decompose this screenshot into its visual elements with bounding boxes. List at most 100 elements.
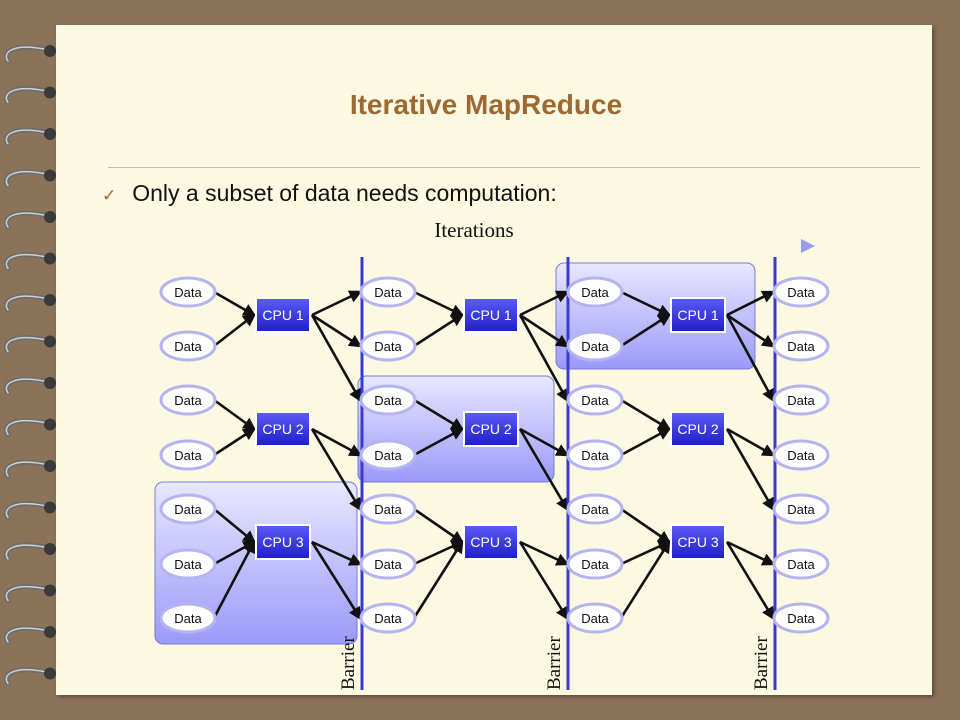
binding-ring	[4, 44, 56, 64]
data-node-label: Data	[174, 611, 202, 626]
data-node-label: Data	[787, 448, 815, 463]
reduce-arrow	[519, 313, 570, 348]
reduce-arrow	[310, 428, 362, 512]
binding-ring	[4, 542, 56, 562]
binding-ring-shine	[5, 461, 45, 477]
data-node-label: Data	[374, 448, 402, 463]
reduce-arrow	[311, 427, 363, 457]
map-arrow	[619, 539, 671, 619]
cpu-node	[672, 526, 724, 558]
cpu-node-label: CPU 3	[470, 534, 511, 550]
binding-hole	[44, 294, 56, 306]
data-node-label: Data	[581, 448, 609, 463]
map-arrow	[213, 398, 257, 431]
data-node-label: Data	[581, 393, 609, 408]
binding-ring-shine	[5, 87, 45, 104]
data-node-label: Data	[581, 502, 609, 517]
map-arrow	[413, 398, 465, 431]
data-node	[772, 276, 830, 308]
binding-ring	[4, 459, 56, 479]
binding-ring-shine	[5, 502, 45, 519]
reduce-arrow	[311, 313, 363, 348]
map-arrow	[413, 507, 465, 544]
data-node	[159, 602, 217, 634]
cpu-node	[465, 299, 517, 331]
binding-hole	[44, 543, 56, 555]
binding-ring-shine	[5, 544, 45, 560]
data-node-label: Data	[174, 502, 202, 517]
binding-ring-shine	[5, 170, 45, 187]
binding-ring	[4, 667, 56, 686]
map-arrow	[413, 313, 465, 348]
checkmark-icon: ✓	[102, 186, 117, 205]
data-node	[772, 330, 830, 362]
binding-hole	[44, 377, 56, 389]
binding-ring-shine	[5, 336, 45, 353]
binding-ring	[4, 625, 56, 645]
cpu-node	[257, 299, 309, 331]
data-node-label: Data	[581, 557, 609, 572]
reduce-arrow	[518, 541, 569, 621]
cpu-node	[672, 413, 724, 445]
binding-hole	[44, 584, 56, 597]
reduce-arrow	[518, 428, 569, 512]
cpu-node-label: CPU 3	[262, 534, 303, 550]
binding-hole	[44, 211, 56, 223]
cpu-node	[465, 526, 517, 558]
binding-hole	[44, 128, 56, 140]
binding-ring	[4, 293, 56, 313]
reduce-arrow	[519, 540, 570, 566]
binding-hole	[44, 460, 56, 472]
reduce-arrow	[726, 290, 776, 317]
cpu-node-label: CPU 1	[677, 307, 718, 323]
cpu-node-label: CPU 2	[470, 421, 511, 437]
binding-ring-shine	[5, 585, 45, 602]
bullet-item: ✓Only a subset of data needs computation…	[102, 180, 557, 207]
map-arrow	[213, 507, 257, 544]
data-node-label: Data	[787, 557, 815, 572]
data-node-label: Data	[174, 448, 202, 463]
data-node-label: Data	[787, 611, 815, 626]
binding-ring	[4, 418, 56, 437]
binding-ring-shine	[5, 419, 45, 436]
data-node-label: Data	[374, 557, 402, 572]
data-node-label: Data	[581, 611, 609, 626]
data-node	[159, 384, 217, 416]
data-node	[159, 548, 217, 580]
data-node-label: Data	[374, 611, 402, 626]
data-node	[159, 493, 217, 525]
data-node	[566, 384, 624, 416]
data-node	[359, 439, 417, 471]
data-node-label: Data	[787, 285, 815, 300]
reduce-arrow	[311, 290, 363, 317]
data-node	[566, 330, 624, 362]
binding-ring	[4, 169, 56, 188]
binding-ring-shine	[5, 668, 45, 685]
cpu-node-label: CPU 2	[262, 421, 303, 437]
data-node	[566, 276, 624, 308]
data-node	[772, 493, 830, 525]
binding-hole	[44, 45, 56, 57]
data-node-label: Data	[787, 393, 815, 408]
map-arrow	[213, 290, 257, 317]
cpu-node	[672, 299, 724, 331]
map-arrow	[212, 539, 256, 619]
reduce-arrow	[311, 540, 363, 566]
cpu-node	[257, 413, 309, 445]
binding-ring	[4, 86, 56, 105]
cpu-node-label: CPU 1	[470, 307, 511, 323]
data-node	[359, 548, 417, 580]
binding-ring	[4, 501, 56, 520]
data-node	[159, 276, 217, 308]
spiral-binding-rings	[4, 44, 56, 686]
map-arrow	[213, 427, 257, 457]
binding-hole	[44, 667, 56, 680]
map-arrow	[412, 539, 464, 619]
binding-ring-shine	[5, 46, 45, 62]
data-node-label: Data	[374, 502, 402, 517]
iterations-label: Iterations	[434, 218, 513, 242]
data-node-label: Data	[174, 393, 202, 408]
title-divider	[108, 167, 920, 168]
reduce-arrow	[519, 290, 570, 317]
binding-hole	[44, 418, 56, 431]
